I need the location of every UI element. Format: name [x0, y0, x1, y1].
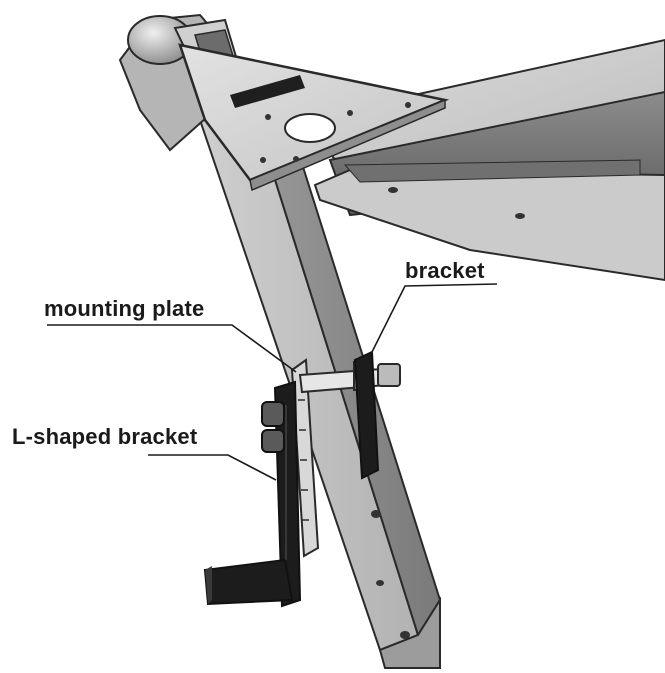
plate-marking — [230, 75, 305, 108]
mounting-plate-label: mounting plate — [44, 296, 205, 321]
right-frame-arm — [298, 38, 665, 282]
bracket-leader — [367, 283, 498, 361]
triangular-top-plate — [178, 43, 450, 192]
bracket-label: bracket — [405, 258, 485, 283]
mounting-plate-part — [290, 358, 320, 558]
mounting-plate-leader — [47, 324, 297, 373]
leader-lines — [47, 283, 498, 481]
l-shaped-bracket-part — [203, 380, 302, 608]
l-shaped-bracket-leader — [148, 454, 277, 481]
bracket-part — [353, 350, 380, 480]
l-shaped-bracket-label: L-shaped bracket — [12, 424, 198, 449]
